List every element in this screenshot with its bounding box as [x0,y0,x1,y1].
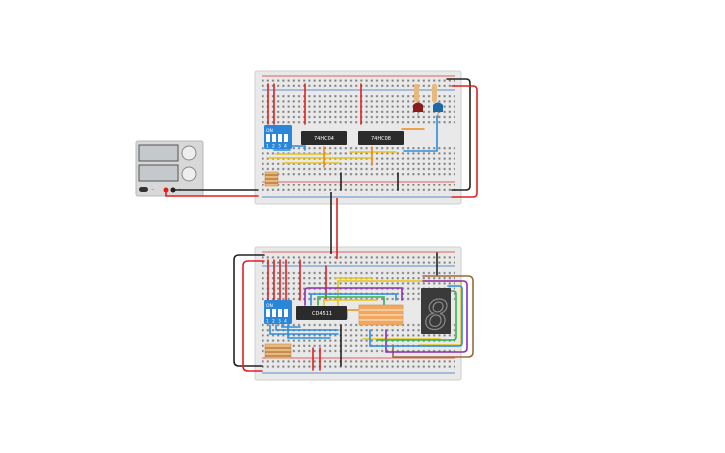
chip-74hc08-body [358,131,404,145]
power-supply-minus-label: − [151,187,154,192]
power-supply-display-1 [138,144,179,162]
top-board-bottom-rail-holes [262,184,455,194]
wire-top-right-black [446,78,471,191]
seven-segment-digit: 8 [425,293,449,339]
top-dip-on-label: ON [266,128,273,134]
top-dip-number-4: 4 [284,144,287,150]
bottom-dip-on-label: ON [266,303,273,309]
power-supply-switch [139,187,148,192]
bottom-dip-number-4: 4 [284,319,287,325]
led-red [413,102,423,112]
top-rail-holes [262,78,455,88]
bottom-dip-toggle-4 [284,309,288,317]
wire-bottom-blue-5 [281,324,301,328]
top-dip-number-2: 2 [272,144,275,150]
wire-bottom-yellow-4 [323,299,378,306]
top-resistors[interactable] [264,84,437,187]
chip-74hc04-body [301,131,347,145]
top-dip-toggle-2 [272,134,276,142]
resistor-led-red [414,84,419,102]
wire-bottom-left-black [233,254,265,367]
wire-bottom-green-2 [376,290,457,341]
top-leds[interactable] [413,102,443,119]
wire-bottom-left-red [242,260,265,372]
chip-cd4511-body [296,306,347,320]
seven-segment-body [421,288,451,334]
bottom-dip-toggle-2 [272,309,276,317]
wire-top-blue-1 [403,115,438,152]
resistor-led-blue [432,84,437,102]
chip-cd4511[interactable]: CD4511 [296,306,347,320]
wire-bottom-blue-6 [287,324,331,339]
wire-bottom-brown-1 [392,275,474,358]
top-dip-toggle-3 [278,134,282,142]
bottom-dip-switch[interactable]: ON 1 2 3 4 [264,300,292,325]
wire-top-right-red [451,85,478,198]
bottom-board-bottom-rail-holes [262,360,455,370]
chip-74hc08[interactable]: 74HC08 [358,131,404,145]
inter-board-wires [330,192,338,259]
top-strip-b-holes [262,145,455,177]
power-supply-display-2 [138,164,179,182]
wire-bottom-blue-3 [269,324,339,335]
bottom-rail-holes [262,254,455,264]
wire-top-orange-1 [323,146,373,168]
bottom-dip-number-3: 3 [278,319,281,325]
chip-74hc04-label: 74HC04 [314,136,334,142]
top-board-wires [165,78,478,198]
top-dip-switch[interactable]: ON 1 2 3 4 [264,125,292,150]
wire-bottom-blue-2 [369,285,463,347]
power-supply-knob-current [181,166,197,182]
resistor-pack-bottom-left [264,343,292,359]
wire-bottom-purple-2 [385,280,468,353]
wire-bottom-purple-1 [304,287,403,306]
chip-74hc08-label: 74HC08 [371,136,391,142]
top-dip-number-1: 1 [266,144,269,150]
bottom-dip-toggle-3 [278,309,282,317]
top-dip-number-3: 3 [278,144,281,150]
wire-bottom-blue-4 [275,324,339,331]
bottom-resistor-bank[interactable] [264,304,404,359]
top-strip-a-holes [262,94,455,126]
power-supply-knob-voltage [181,145,197,161]
bottom-dip-number-1: 1 [266,319,269,325]
power-supply[interactable]: − + [135,140,204,197]
bottom-dip-toggle-1 [266,309,270,317]
wire-psu-vcc [165,189,259,197]
seven-segment-display[interactable]: 8 [421,288,451,340]
top-dip-toggle-4 [284,134,288,142]
chip-cd4511-label: CD4511 [312,311,332,317]
top-dip-toggle-1 [266,134,270,142]
wire-bottom-blue-1 [310,293,397,306]
bottom-dip-number-2: 2 [272,319,275,325]
wire-bottom-green-1 [317,296,385,306]
led-blue [433,102,443,112]
chip-74hc04[interactable]: 74HC04 [301,131,347,145]
